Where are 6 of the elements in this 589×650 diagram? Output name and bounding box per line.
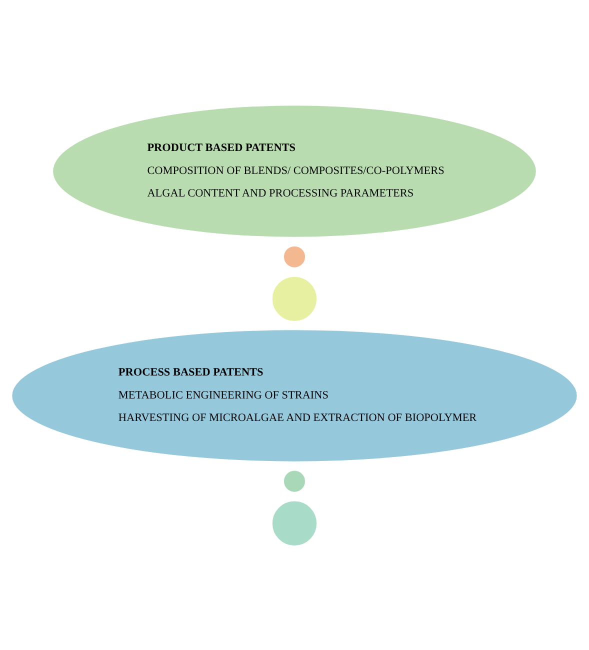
node-circle — [282, 468, 306, 493]
node-circle — [271, 274, 318, 322]
node-ellipse: PROCESS BASED PATENTS METABOLIC ENGINEERING OF STRAINS HARVESTING OF MICROALGAE AND EXTRACTION OF BIOPOLYMER — [10, 328, 578, 462]
node-ellipse: PRODUCT BASED PATENTS COMPOSITION OF BLENDS/ COMPOSITES/CO-POLYMERS ALGAL CONTENT AND PROCESSING PARAMETERS — [52, 104, 538, 238]
node-circle — [271, 499, 318, 546]
node-circle — [282, 244, 306, 268]
